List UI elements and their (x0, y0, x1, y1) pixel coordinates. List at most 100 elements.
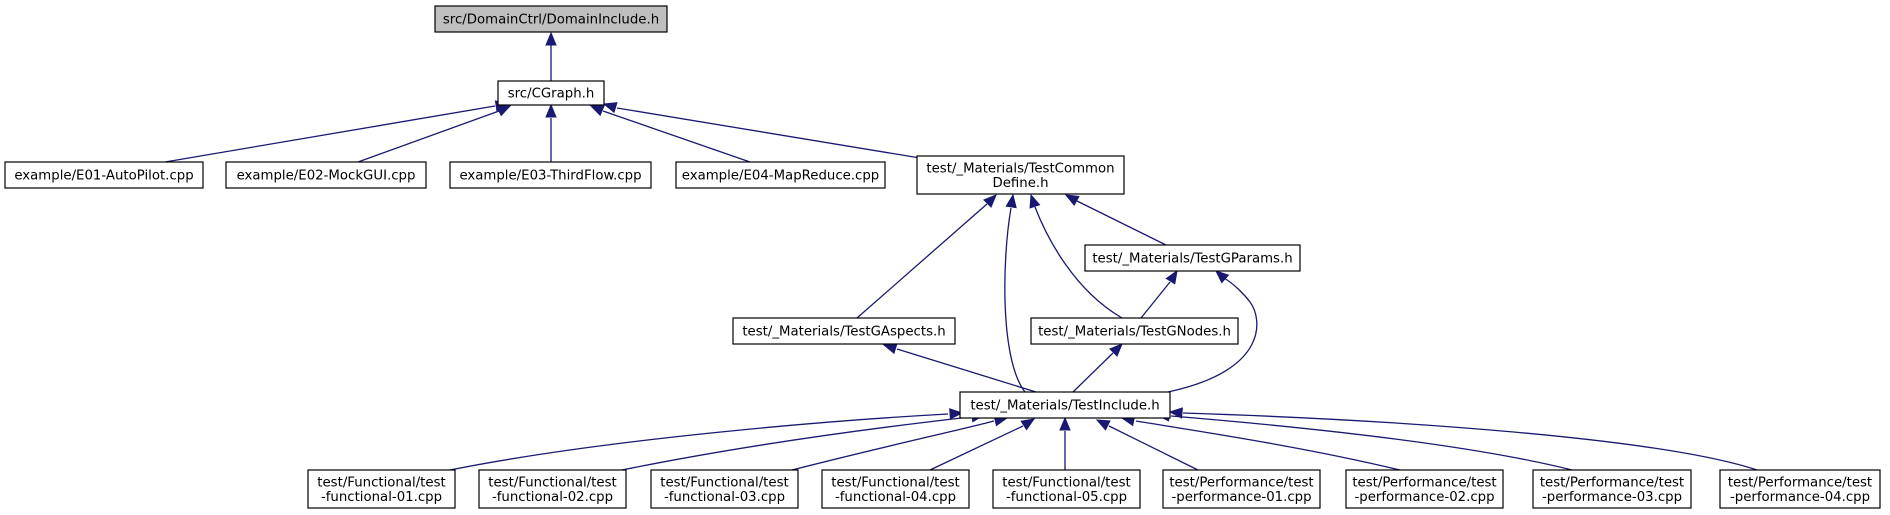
node-e01[interactable]: example/E01-AutoPilot.cpp (4, 161, 204, 189)
arrowhead-icon (1109, 343, 1123, 357)
edge-line (602, 110, 751, 163)
node-label: test/_Materials/TestGAspects.h (742, 325, 945, 340)
node-p03[interactable]: test/Performance/test-performance-03.cpp (1532, 469, 1692, 509)
node-e04[interactable]: example/E04-MapReduce.cpp (675, 161, 886, 189)
node-box (1719, 469, 1881, 509)
node-f02[interactable]: test/Functional/test-functional-02.cpp (478, 469, 627, 509)
node-cgraph[interactable]: src/CGraph.h (497, 80, 605, 106)
edge-line (791, 420, 995, 471)
edge-testcommon-to-cgraph (602, 102, 921, 159)
node-label: test/_Materials/TestGParams.h (1092, 252, 1292, 267)
edge-f01-to-testinclude (449, 408, 964, 471)
node-gnodes[interactable]: test/_Materials/TestGNodes.h (1030, 317, 1239, 345)
node-label: -functional-02.cpp (492, 490, 613, 505)
node-box (1345, 469, 1504, 509)
node-box (307, 469, 456, 509)
node-label: src/DomainCtrl/DomainInclude.h (443, 13, 659, 28)
node-label: test/Functional/test (660, 475, 788, 490)
arrowhead-icon (545, 103, 557, 118)
edge-line (164, 105, 496, 163)
edge-line (621, 416, 971, 471)
node-p04[interactable]: test/Performance/test-performance-04.cpp (1719, 469, 1881, 509)
arrowhead-icon (1215, 270, 1230, 284)
arrowhead-icon (882, 343, 898, 355)
edge-cgraph-to-domaininclude (545, 31, 557, 81)
node-label: example/E01-AutoPilot.cpp (14, 169, 193, 184)
node-box (732, 317, 956, 345)
node-label: -performance-01.cpp (1171, 490, 1311, 505)
edge-layer (164, 31, 1758, 471)
edge-e04-to-cgraph (589, 105, 751, 163)
arrowhead-icon (589, 105, 605, 117)
node-e03[interactable]: example/E03-ThirdFlow.cpp (449, 161, 652, 189)
edge-line (1076, 200, 1167, 246)
arrowhead-icon (1064, 194, 1080, 207)
node-gaspects[interactable]: test/_Materials/TestGAspects.h (732, 317, 956, 345)
node-domaininclude[interactable]: src/DomainCtrl/DomainInclude.h (434, 5, 668, 33)
edge-testinclude-to-testcommon (1004, 193, 1026, 393)
edge-gnodes-to-testcommon (1029, 193, 1123, 319)
node-label: -functional-04.cpp (835, 490, 956, 505)
node-f04[interactable]: test/Functional/test-functional-04.cpp (821, 469, 970, 509)
edge-f04-to-testinclude (929, 418, 1036, 471)
node-box (497, 80, 605, 106)
node-label: test/Performance/test (1540, 475, 1684, 490)
arrowhead-icon (496, 105, 512, 117)
arrowhead-icon (545, 31, 557, 46)
node-f05[interactable]: test/Functional/test-functional-05.cpp (992, 469, 1141, 509)
arrowhead-icon (1095, 419, 1111, 431)
node-f03[interactable]: test/Functional/test-functional-03.cpp (650, 469, 799, 509)
node-box (821, 469, 970, 509)
arrowhead-icon (1029, 193, 1041, 209)
edge-testinclude-to-gnodes (1072, 343, 1123, 393)
node-box (4, 161, 204, 189)
node-f01[interactable]: test/Functional/test-functional-01.cpp (307, 469, 456, 509)
edge-line (856, 203, 988, 319)
node-label: test/Performance/test (1352, 475, 1496, 490)
edge-line (1072, 352, 1114, 393)
node-label: test/_Materials/TestCommon (926, 161, 1114, 176)
node-box (225, 161, 427, 189)
node-label: test/Performance/test (1728, 475, 1872, 490)
node-label: test/Functional/test (488, 475, 616, 490)
edge-e03-to-cgraph (545, 103, 557, 162)
edge-line (1167, 277, 1258, 393)
node-box (1532, 469, 1692, 509)
edge-p04-to-testinclude (1168, 407, 1758, 471)
arrowhead-icon (949, 408, 964, 420)
edge-gaspects-to-testcommon (856, 194, 997, 319)
node-gparams[interactable]: test/_Materials/TestGParams.h (1084, 244, 1301, 272)
node-box (916, 155, 1125, 195)
edge-e02-to-cgraph (357, 105, 512, 163)
edge-gnodes-to-gparams (1140, 269, 1178, 319)
node-p02[interactable]: test/Performance/test-performance-02.cpp (1345, 469, 1504, 509)
arrowhead-icon (1165, 269, 1178, 285)
node-layer: src/DomainCtrl/DomainInclude.h src/CGraph… (4, 5, 1881, 509)
node-label: test/Performance/test (1169, 475, 1313, 490)
node-testinclude[interactable]: test/_Materials/TestInclude.h (959, 391, 1171, 419)
node-label: Define.h (992, 176, 1048, 191)
node-box (1162, 469, 1321, 509)
edge-f02-to-testinclude (621, 411, 986, 471)
edge-line (357, 110, 500, 163)
edge-testinclude-to-gparams (1167, 270, 1258, 393)
node-box (992, 469, 1141, 509)
edge-line (616, 107, 921, 159)
edge-line (449, 413, 949, 471)
node-label: -performance-04.cpp (1730, 490, 1870, 505)
node-label: test/_Materials/TestGNodes.h (1038, 325, 1231, 340)
node-box (675, 161, 886, 189)
edge-line (1140, 281, 1171, 319)
edge-line (896, 348, 1037, 393)
edge-line (1135, 420, 1401, 471)
arrowhead-icon (983, 194, 997, 208)
edge-f03-to-testinclude (791, 415, 1009, 471)
node-box (1084, 244, 1301, 272)
edge-p01-to-testinclude (1095, 419, 1199, 471)
node-e02[interactable]: example/E02-MockGUI.cpp (225, 161, 427, 189)
node-p01[interactable]: test/Performance/test-performance-01.cpp (1162, 469, 1321, 509)
node-box (434, 5, 668, 33)
node-label: -functional-05.cpp (1006, 490, 1127, 505)
node-label: -functional-03.cpp (664, 490, 785, 505)
